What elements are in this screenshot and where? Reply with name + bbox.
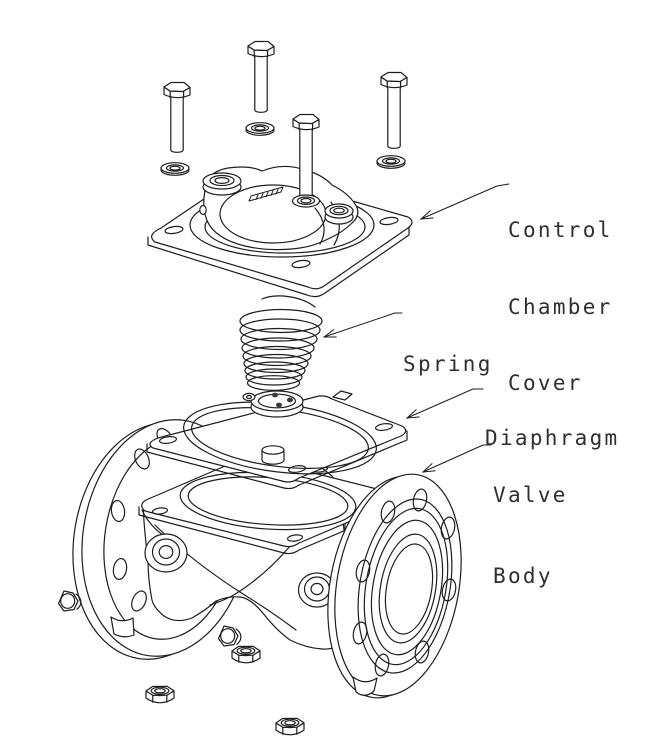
boss-pin-hole — [246, 394, 253, 400]
hatched-slot — [248, 186, 284, 202]
bolt-shank — [170, 95, 184, 153]
bolt-head — [380, 71, 408, 89]
spring-tail — [261, 295, 316, 308]
control-chamber-cover — [147, 165, 413, 298]
cover-center-boss — [291, 194, 321, 208]
diaphragm — [146, 390, 408, 490]
right-flange-hole — [414, 640, 430, 664]
diaphragm-plate — [149, 395, 407, 483]
boss-pin — [242, 392, 256, 402]
label-line: Cover — [508, 371, 583, 395]
label-line: Spring — [403, 352, 493, 376]
boss-hole — [272, 392, 278, 398]
right-lug-boss — [303, 576, 331, 602]
right-flange-hole — [355, 559, 371, 583]
leader-spring — [324, 312, 403, 337]
right-flange-hole — [374, 653, 390, 677]
left-flange-foot — [110, 616, 135, 638]
right-lug-hole — [310, 582, 324, 596]
leader-lines — [324, 183, 510, 472]
diaphragm-peg-top — [261, 445, 285, 455]
hex-bolt-4 — [380, 71, 408, 149]
left-flange-hole — [134, 448, 150, 470]
right-flange-ring — [370, 519, 444, 656]
bolt-shank — [387, 85, 401, 149]
bolt-head — [163, 81, 191, 99]
washer-3 — [376, 155, 406, 169]
dome-skirt-band — [314, 207, 325, 245]
deck-thickness — [138, 500, 394, 555]
bolt-shank — [299, 127, 313, 200]
bolt-head — [292, 113, 320, 131]
right-flange-hole — [440, 516, 456, 540]
leader-valve-body — [423, 444, 492, 472]
hex-nut-2 — [231, 645, 261, 664]
left-flange-hole — [131, 590, 147, 612]
label-diaphragm: Diaphragm — [485, 375, 620, 477]
right-flange-hole — [352, 621, 368, 645]
hex-bolt-1 — [163, 81, 191, 153]
body-ridge-line — [209, 544, 292, 606]
valve-body — [72, 419, 462, 699]
label-control-chamber-cover: Control Chamber Cover — [508, 167, 613, 422]
deck-hole — [286, 534, 304, 542]
cover-plate-hole — [291, 259, 311, 269]
hex-nut-3 — [275, 717, 305, 736]
washer-1 — [160, 162, 190, 176]
left-flange-hole — [112, 557, 128, 581]
boss-hole — [287, 397, 293, 403]
right-flange-hole — [380, 500, 396, 524]
hex-nut-1 — [145, 685, 175, 704]
label-spring: Spring — [403, 301, 493, 403]
label-line: Chamber — [508, 294, 613, 319]
boss-hole — [276, 402, 282, 408]
deck-hole — [151, 507, 169, 515]
diaphragm-hole — [287, 465, 307, 473]
hex-plug-2 — [217, 625, 242, 647]
right-flange-face — [334, 473, 462, 697]
right-flange-hole — [412, 488, 428, 512]
right-flange-foot — [352, 676, 378, 696]
hex-bolt-2 — [247, 40, 275, 113]
diaphragm-thickness — [146, 430, 408, 490]
left-lug-boss — [151, 538, 181, 566]
left-flange-hole — [110, 499, 126, 523]
label-line: Control — [508, 218, 613, 242]
leader-control-chamber-cover — [421, 183, 510, 219]
cover-plate-thickness — [147, 226, 410, 298]
cover-plate-hole — [379, 216, 399, 226]
washer-2 — [245, 122, 275, 136]
label-line: Body — [493, 564, 553, 588]
diaphragm-hole — [374, 423, 394, 431]
right-flange-hole — [441, 578, 457, 602]
right-flange-bore-inner — [384, 543, 434, 635]
label-line: Valve — [493, 483, 568, 507]
label-valve-body: Valve Body — [493, 428, 568, 617]
diaphragm-tab — [332, 390, 353, 401]
bolt-shank — [254, 54, 268, 113]
dome-nub — [199, 204, 207, 216]
right-flange-ring — [357, 498, 453, 674]
bolt-head — [247, 40, 275, 58]
cover-plate-hole — [164, 225, 184, 235]
spring — [239, 295, 323, 391]
right-flange-bore-outer — [378, 533, 438, 644]
leader-diaphragm — [407, 388, 484, 418]
diaphragm-hole — [158, 436, 178, 444]
left-lug-hole — [158, 544, 174, 559]
label-line: Diaphragm — [485, 426, 620, 450]
